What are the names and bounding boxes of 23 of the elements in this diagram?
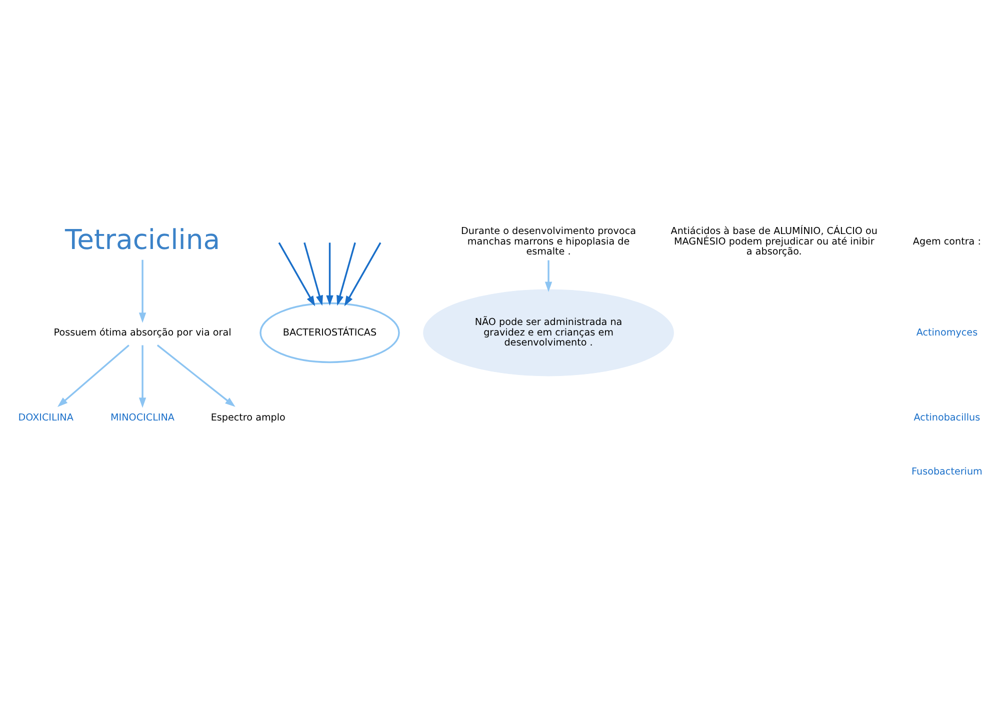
arrow <box>138 259 146 322</box>
label: Actinobacillus <box>914 412 980 423</box>
node-text: Durante o desenvolvimento provoca manchas marrons e hipoplasia de esmalte . <box>461 226 636 258</box>
node-ellipse: NÃO pode ser administrada na gravidez e em crianças em desenvolvimento . <box>423 288 674 376</box>
node-text: Possuem ótima absorção por via oral <box>54 326 232 338</box>
arrow <box>344 242 382 306</box>
node-text: Espectro amplo <box>210 412 286 423</box>
label: Agem contra : <box>912 236 981 247</box>
node-text: DOXICILINA <box>18 412 74 423</box>
label: Fusobacterium <box>912 466 982 477</box>
arrow <box>278 242 316 306</box>
node-text: MINOCICLINA <box>110 412 175 423</box>
arrow <box>326 242 334 306</box>
arrow <box>544 260 552 292</box>
arrow <box>156 344 236 406</box>
node-text: Antiácidos à base de ALUMÍNIO, CÁLCIO ou MAGNÉSIO podem prejudicar ou até inibir a absorção. <box>670 226 878 258</box>
node-text: Tetraciclina <box>65 224 220 256</box>
arrow <box>304 242 323 306</box>
label: Actinomyces <box>916 326 978 338</box>
arrow <box>57 344 130 407</box>
arrow <box>138 344 146 408</box>
node-ellipse: BACTERIOSTÁTICAS <box>260 302 400 363</box>
arrow <box>336 242 356 306</box>
